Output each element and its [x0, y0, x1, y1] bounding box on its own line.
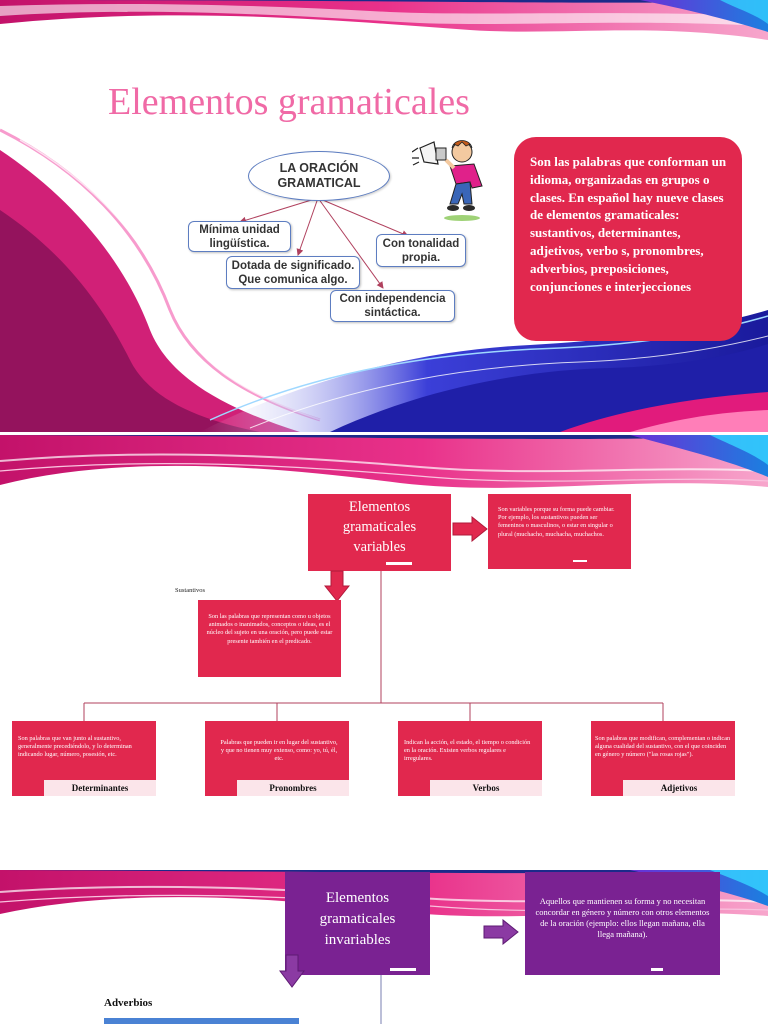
accent-bar [651, 968, 663, 971]
slide-3: Elementos gramaticales invariables Aquel… [0, 870, 768, 1024]
variables-title-box: Elementos gramaticales variables [308, 494, 451, 571]
accent-bar [573, 560, 587, 562]
arrow-down-icon [324, 570, 350, 602]
category-label: Pronombres [237, 780, 349, 796]
variables-definition-box: Son variables porque su forma puede camb… [488, 494, 631, 569]
tree-connectors [380, 975, 382, 1024]
arrow-right-icon [483, 919, 519, 945]
megaphone-person-icon [412, 140, 483, 221]
adverbios-box [104, 1018, 299, 1024]
diagram-connectors [239, 197, 409, 289]
invariables-title-box: Elementos gramaticales invariables [285, 872, 430, 975]
accent-bar [386, 562, 412, 565]
category-determinantes: Son palabras que van junto al sustantivo… [12, 721, 156, 796]
arrow-right-icon [452, 516, 488, 542]
arrow-down-icon [279, 954, 305, 988]
adverbios-heading: Adverbios [104, 997, 153, 1009]
sustantivos-box: Son las palabras que representan como u … [198, 600, 341, 677]
sustantivos-heading: Sustantivos [175, 587, 205, 594]
page-title: Elementos gramaticales [108, 81, 470, 123]
tree-connectors [83, 571, 664, 721]
slide-2: Elementos gramaticales variables Son var… [0, 435, 768, 867]
category-label: Determinantes [44, 780, 156, 796]
category-label: Adjetivos [623, 780, 735, 796]
invariables-definition-box: Aquellos que mantienen su forma y no nec… [525, 872, 720, 975]
definition-box: Son las palabras que conforman un idioma… [514, 137, 742, 341]
category-pronombres: Palabras que pueden ir en lugar del sust… [205, 721, 349, 796]
accent-bar [390, 968, 416, 971]
category-adjetivos: Son palabras que modifican, complementan… [591, 721, 735, 796]
dotada-significado-node: Dotada de significado.Que comunica algo. [226, 256, 360, 289]
category-label: Verbos [430, 780, 542, 796]
category-verbos: Indican la acción, el estado, el tiempo … [398, 721, 542, 796]
